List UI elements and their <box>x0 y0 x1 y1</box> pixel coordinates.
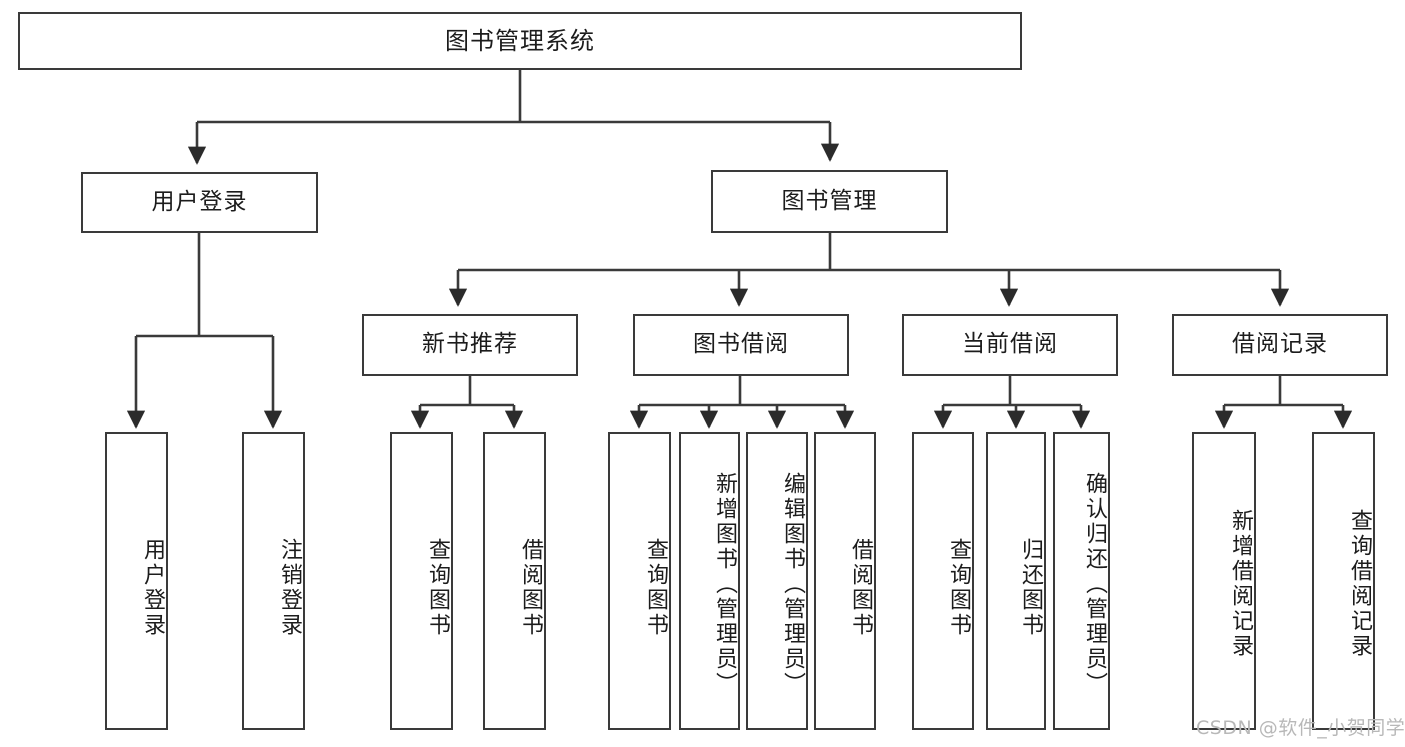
node-label: 当前借阅 <box>962 331 1058 358</box>
leaf-user-login[interactable]: 用户登录 <box>105 432 168 730</box>
leaf-query-book-borrow[interactable]: 查询图书 <box>608 432 671 730</box>
watermark-text: CSDN @软件_小贺同学 <box>1196 717 1405 739</box>
node-label: 用户登录 <box>140 538 165 638</box>
node-label: 新增图书（管理员） <box>712 471 737 697</box>
node-label: 查询图书 <box>946 538 971 638</box>
node-label: 新增借阅记录 <box>1228 509 1253 659</box>
node-label: 查询图书 <box>425 538 450 638</box>
leaf-borrow-book[interactable]: 借阅图书 <box>814 432 876 730</box>
node-label: 查询图书 <box>643 538 668 638</box>
node-label: 归还图书 <box>1018 538 1043 638</box>
leaf-query-book-recommend[interactable]: 查询图书 <box>390 432 453 730</box>
node-label: 新书推荐 <box>422 331 518 358</box>
node-new-book-recommend[interactable]: 新书推荐 <box>362 314 578 376</box>
node-label: 用户登录 <box>151 188 248 215</box>
leaf-add-book-admin[interactable]: 新增图书（管理员） <box>679 432 740 730</box>
node-borrow-records[interactable]: 借阅记录 <box>1172 314 1388 376</box>
node-book-borrow[interactable]: 图书借阅 <box>633 314 849 376</box>
node-label: 编辑图书（管理员） <box>780 471 805 697</box>
node-label: 图书管理 <box>781 187 878 214</box>
node-book-management[interactable]: 图书管理 <box>711 170 948 233</box>
leaf-query-book-current[interactable]: 查询图书 <box>912 432 974 730</box>
leaf-logout[interactable]: 注销登录 <box>242 432 305 730</box>
leaf-add-borrow-record[interactable]: 新增借阅记录 <box>1192 432 1256 730</box>
node-label: 确认归还（管理员） <box>1082 471 1107 697</box>
node-label: 图书管理系统 <box>445 26 595 55</box>
node-user-login[interactable]: 用户登录 <box>81 172 318 233</box>
leaf-confirm-return-admin[interactable]: 确认归还（管理员） <box>1053 432 1110 730</box>
leaf-return-book[interactable]: 归还图书 <box>986 432 1046 730</box>
node-label: 查询借阅记录 <box>1347 509 1372 659</box>
node-label: 借阅图书 <box>848 538 873 638</box>
node-label: 借阅记录 <box>1232 331 1328 358</box>
node-label: 图书借阅 <box>693 331 789 358</box>
node-root-system[interactable]: 图书管理系统 <box>18 12 1022 70</box>
leaf-borrow-book-recommend[interactable]: 借阅图书 <box>483 432 546 730</box>
node-label: 注销登录 <box>277 538 302 638</box>
node-current-borrow[interactable]: 当前借阅 <box>902 314 1118 376</box>
leaf-edit-book-admin[interactable]: 编辑图书（管理员） <box>746 432 808 730</box>
leaf-query-borrow-record[interactable]: 查询借阅记录 <box>1312 432 1375 730</box>
node-label: 借阅图书 <box>518 538 543 638</box>
